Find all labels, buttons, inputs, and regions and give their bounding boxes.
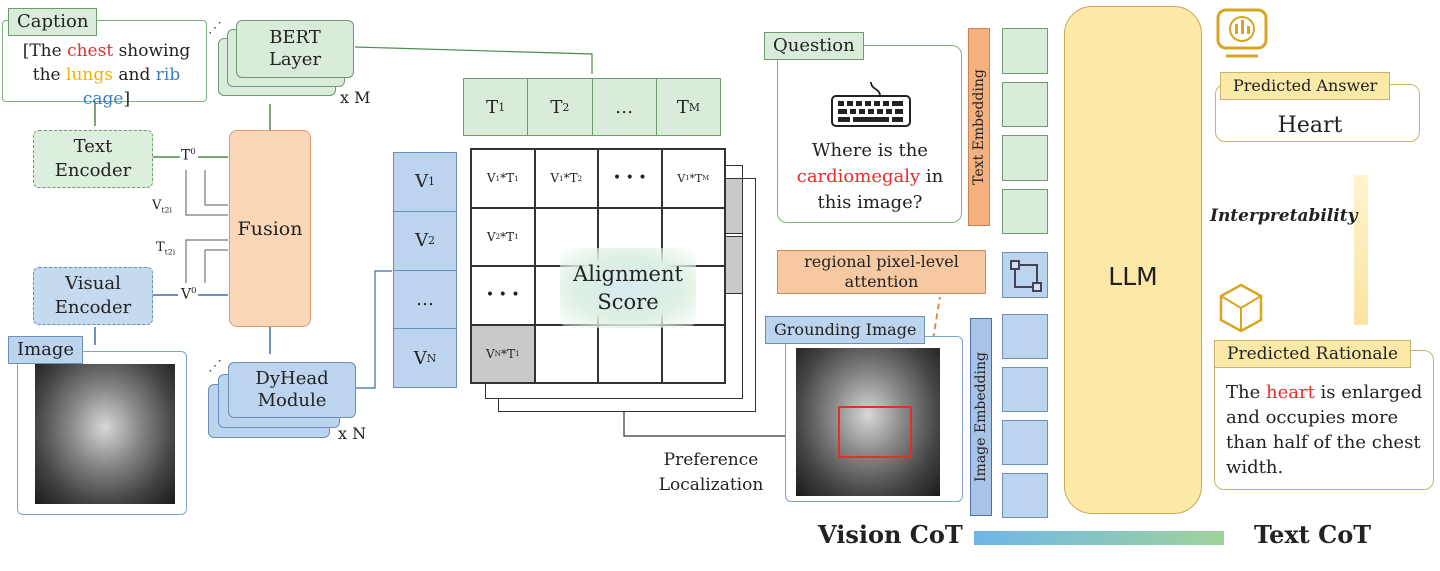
text-cot-label: Text CoT (1254, 520, 1372, 549)
signal-t0: T0 (181, 146, 196, 164)
text-embedding-token (1002, 28, 1048, 74)
cube-icon (1219, 283, 1263, 333)
signal-v0: V0 (181, 285, 197, 303)
matrix-side-gray-2 (724, 236, 743, 294)
predicted-rationale-text: The heart is enlarged and occupies more … (1226, 382, 1423, 478)
matrix-cell (661, 324, 725, 383)
bounding-box-icon (1010, 260, 1042, 292)
input-xray-image (35, 364, 175, 504)
image-embedding-token (1002, 367, 1048, 412)
stack-dots-bottom: ⋰ (208, 358, 222, 374)
llm-block (1064, 6, 1202, 514)
predicted-answer-tag: Predicted Answer (1220, 72, 1391, 100)
flame-icon (1114, 196, 1150, 240)
grounding-tag: Grounding Image (765, 316, 926, 344)
signal-tt2i: Tt2i (156, 240, 176, 257)
keyboard-icon (831, 81, 911, 127)
matrix-cell: • • • (471, 266, 535, 325)
grounding-bbox (838, 406, 912, 458)
vision-cot-label: Vision CoT (818, 520, 963, 549)
question-text: Where is the cardiomegaly in this image? (796, 140, 944, 213)
caption-line2: the lungs and rib cage] (32, 65, 181, 109)
caption-text: [The chest showing the lungs and rib cag… (9, 39, 204, 111)
matrix-cell: • • • (598, 149, 662, 208)
image-tag: Image (8, 336, 84, 364)
word-rib-cage: rib cage (82, 65, 181, 109)
signal-vt2i: Vt2i (152, 198, 172, 215)
image-embedding-tokens (1002, 314, 1048, 518)
image-embedding-token (1002, 420, 1048, 465)
word-chest: chest (67, 41, 114, 61)
image-embedding-token (1002, 314, 1048, 359)
v-token: … (393, 270, 457, 330)
text-embedding-tokens (1002, 28, 1048, 234)
text-embedding-label: Text Embedding (968, 28, 990, 226)
t-token: … (592, 78, 657, 136)
stack-dots-top: ⋰ (208, 20, 222, 36)
word-lungs: lungs (66, 65, 113, 85)
predicted-rationale-tag: Predicted Rationale (1214, 340, 1412, 368)
text-embedding-token (1002, 81, 1048, 127)
image-embedding-label: Image Embedding (970, 318, 992, 516)
question-box (777, 45, 962, 223)
dyhead-repeat: x N (338, 424, 367, 443)
matrix-cell (598, 324, 662, 383)
caption-tag: Caption (8, 8, 98, 36)
text-embedding-token (1002, 135, 1048, 181)
predicted-answer-value: Heart (1277, 112, 1343, 138)
llm-label: LLM (1108, 261, 1158, 291)
word-heart: heart (1265, 382, 1315, 403)
image-embedding-token (1002, 473, 1048, 518)
bounding-box-token (1002, 252, 1048, 298)
caption-line1: [The chest showing (22, 41, 191, 61)
grounding-xray-image (796, 348, 940, 496)
fusion-block: Fusion (229, 130, 311, 327)
question-tag: Question (764, 32, 864, 60)
interpretability-label: Interpretability (1210, 206, 1358, 226)
bert-repeat: x M (340, 88, 371, 107)
word-cardiomegaly: cardiomegaly (796, 166, 921, 187)
matrix-cell (534, 324, 598, 383)
matrix-side-gray-1 (724, 178, 743, 234)
caption-box: [The chest showing the lungs and rib cag… (2, 20, 207, 109)
text-embedding-token (1002, 188, 1048, 234)
chart-badge-icon (1216, 8, 1268, 58)
